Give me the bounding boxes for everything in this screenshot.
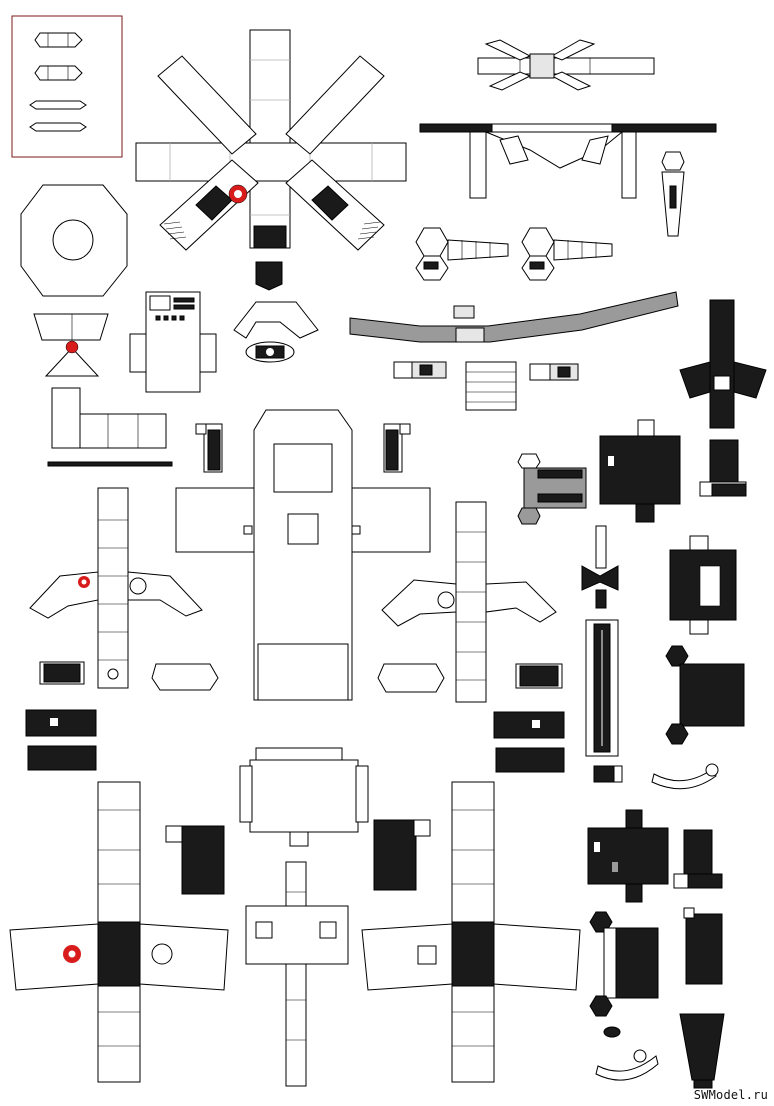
hex-capped-drum-lower xyxy=(589,911,659,1017)
black-box-top xyxy=(599,419,681,523)
t-shaped-net xyxy=(245,861,349,1087)
black-block-left-b xyxy=(27,745,97,771)
top-bar-assembly xyxy=(419,39,717,199)
stepped-l-part xyxy=(47,387,173,467)
long-black-rod xyxy=(585,619,619,757)
black-pad-right xyxy=(373,819,431,891)
radial-star-part xyxy=(135,29,407,291)
curved-gray-bar xyxy=(349,291,679,343)
small-black-tab xyxy=(593,765,623,783)
red-rebel-emblem-icon xyxy=(78,576,90,588)
small-bracket-left xyxy=(393,361,447,379)
connector-left xyxy=(195,423,223,473)
hex-rod-part-left xyxy=(415,227,509,281)
black-block-right-a xyxy=(493,711,565,739)
crescent-piece-top xyxy=(651,763,719,790)
central-body-net xyxy=(175,409,431,701)
right-leg-net xyxy=(361,781,581,1083)
black-box-bottom xyxy=(587,809,669,903)
black-pad-left xyxy=(165,825,225,895)
left-leg-net xyxy=(9,781,229,1083)
right-arm-assembly xyxy=(381,501,557,703)
control-panel-box xyxy=(129,291,217,393)
site-watermark: SWModel.ru xyxy=(693,1088,768,1102)
grip-piece-left xyxy=(39,661,85,685)
clip-piece-right xyxy=(377,663,445,693)
small-bracket-right xyxy=(529,363,579,381)
vent-lines-left xyxy=(163,221,187,240)
funnel-part xyxy=(679,1013,725,1089)
black-block-left-a xyxy=(25,709,97,737)
tapered-nozzle-part xyxy=(661,151,685,237)
hex-capped-drum xyxy=(665,645,745,745)
hex-rod-part-right xyxy=(521,227,613,281)
tall-black-panel xyxy=(683,907,723,985)
cross-shaped-part xyxy=(679,299,767,429)
red-rebel-emblem-icon xyxy=(63,945,81,963)
stacked-black-part-lower xyxy=(673,829,723,889)
trapezoid-cap-part xyxy=(33,313,109,377)
legend-box xyxy=(11,15,123,158)
black-spool-part xyxy=(669,535,737,635)
grip-piece-right xyxy=(515,663,563,689)
vent-lines-right xyxy=(357,221,381,240)
stacked-black-part xyxy=(699,439,747,497)
octagon-base-part xyxy=(20,184,128,297)
crescent-piece-bottom xyxy=(595,1026,659,1081)
black-block-right-b xyxy=(495,747,565,773)
connector-right xyxy=(383,423,411,473)
left-arm-assembly xyxy=(29,487,203,689)
red-rebel-emblem-icon xyxy=(228,184,248,204)
gray-cylinder-part xyxy=(517,453,587,525)
bowtie-part xyxy=(581,525,619,609)
ribbed-cylinder-small xyxy=(465,361,517,411)
clip-piece-left xyxy=(151,663,219,691)
lower-box-net xyxy=(239,747,369,847)
headpiece-part xyxy=(233,301,319,363)
